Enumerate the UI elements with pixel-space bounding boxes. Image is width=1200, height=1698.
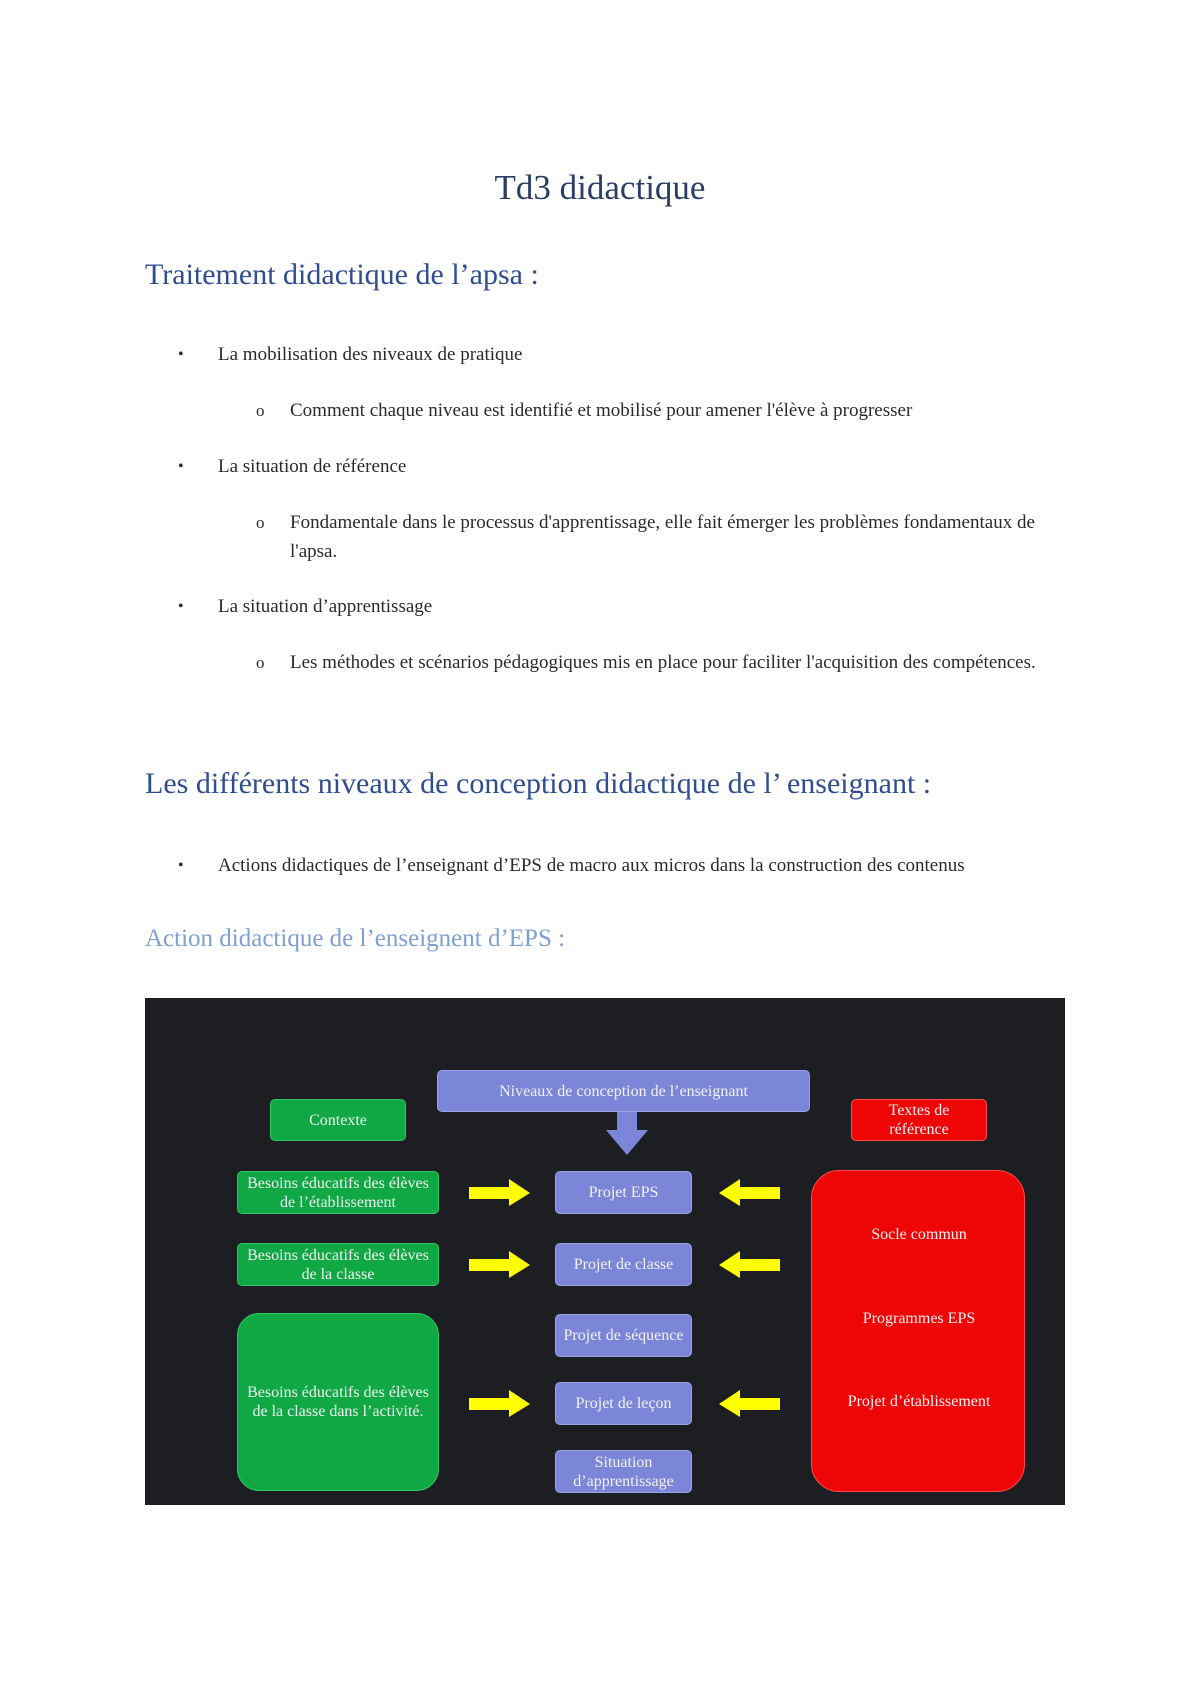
sub-bullet-marker: o — [256, 653, 265, 672]
bullet-marker: • — [178, 458, 184, 475]
bullet-marker: • — [178, 346, 184, 363]
list-item-label: La situation d’apprentissage — [218, 596, 433, 617]
left-arrow-icon — [719, 1179, 780, 1206]
list-item: • Actions didactiques de l’enseignant d’… — [178, 851, 1028, 880]
page-title: Td3 didactique — [494, 168, 706, 207]
sub-list-item: o Comment chaque niveau est identifié et… — [256, 396, 1050, 425]
list-item: • La situation de référence — [178, 452, 1028, 481]
subsection-heading: Action didactique de l’enseignent d’EPS … — [145, 925, 566, 952]
sub-list-item-label: Les méthodes et scénarios pédagogiques m… — [290, 652, 1036, 673]
bullet-marker: • — [178, 598, 184, 615]
diagram-box-references-group: Socle commun Programmes EPS Projet d’éta… — [811, 1170, 1025, 1492]
sub-list-item-label: Fondamentale dans le processus d'apprent… — [290, 512, 1035, 562]
right-arrow-icon — [469, 1390, 530, 1417]
diagram-box-situation-apprentissage: Situation d’apprentissage — [555, 1450, 692, 1493]
left-arrow-icon — [719, 1390, 780, 1417]
section-heading-traitement: Traitement didactique de l’apsa : — [145, 258, 539, 291]
list-item: • La situation d’apprentissage — [178, 592, 1028, 621]
diagram-box-besoins-etablissement: Besoins éducatifs des élèves de l’établi… — [237, 1171, 439, 1214]
down-arrow-icon — [606, 1112, 648, 1155]
right-arrow-icon — [469, 1251, 530, 1278]
right-arrow-icon — [469, 1179, 530, 1206]
diagram-box-niveaux: Niveaux de conception de l’enseignant — [437, 1070, 810, 1112]
list-item-label: La situation de référence — [218, 456, 407, 477]
list-item-label: La mobilisation des niveaux de pratique — [218, 344, 523, 365]
diagram-box-besoins-classe: Besoins éducatifs des élèves de la class… — [237, 1243, 439, 1286]
diagram-box-projet-lecon: Projet de leçon — [555, 1382, 692, 1425]
concept-diagram: Niveaux de conception de l’enseignant Co… — [145, 998, 1065, 1505]
bullet-marker: • — [178, 857, 184, 874]
sub-bullet-marker: o — [256, 401, 265, 420]
diagram-box-projet-classe: Projet de classe — [555, 1243, 692, 1286]
diagram-box-contexte: Contexte — [270, 1099, 406, 1141]
list-item: • La mobilisation des niveaux de pratiqu… — [178, 340, 1028, 369]
diagram-box-textes-reference: Textes de référence — [851, 1099, 987, 1141]
diagram-text-programmes: Programmes EPS — [862, 1309, 976, 1327]
left-arrow-icon — [719, 1251, 780, 1278]
diagram-box-projet-eps: Projet EPS — [555, 1171, 692, 1214]
section-heading-niveaux: Les différents niveaux de conception did… — [145, 767, 932, 800]
sub-list-item: o Fondamentale dans le processus d'appre… — [256, 508, 1050, 566]
diagram-box-besoins-activite: Besoins éducatifs des élèves de la class… — [237, 1313, 439, 1491]
sub-bullet-marker: o — [256, 513, 265, 532]
diagram-box-projet-sequence: Projet de séquence — [555, 1314, 692, 1357]
sub-list-item: o Les méthodes et scénarios pédagogiques… — [256, 648, 1050, 677]
diagram-text-projet-etablissement: Projet d’établissement — [847, 1392, 991, 1410]
sub-list-item-label: Comment chaque niveau est identifié et m… — [290, 400, 913, 421]
list-item-label: Actions didactiques de l’enseignant d’EP… — [218, 855, 965, 876]
diagram-text-socle: Socle commun — [871, 1225, 967, 1243]
